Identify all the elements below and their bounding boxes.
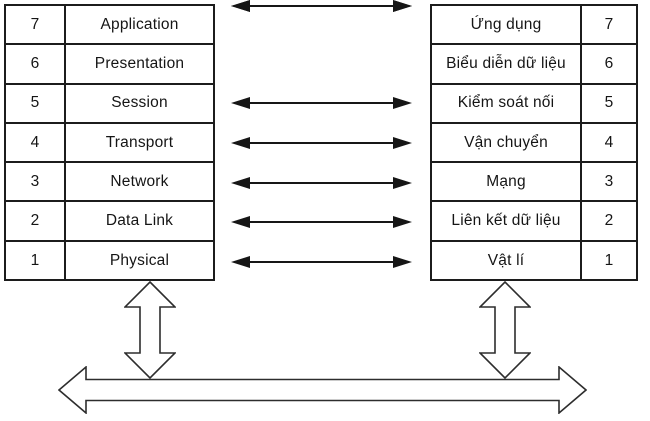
table-row: Liên kết dữ liệu 2 <box>432 202 636 242</box>
arrow-left-head-icon <box>231 216 250 228</box>
table-row: 1 Physical <box>6 241 213 279</box>
peer-arrow-layer3-icon <box>231 256 412 268</box>
layer-name: Liên kết dữ liệu <box>451 212 561 230</box>
osi-table-vietnamese: Ứng dụng 7 Biểu diễn dữ liệu 6 Kiểm soát… <box>430 4 638 281</box>
layer-name: Application <box>100 15 179 33</box>
arrow-right-head-icon <box>393 137 412 149</box>
table-row: 7 Application <box>6 6 213 46</box>
table-row: Vật lí 1 <box>432 241 636 279</box>
arrow-left-head-icon <box>231 256 250 268</box>
layer-number: 6 <box>580 45 636 83</box>
table-row: Biểu diễn dữ liệu 6 <box>432 45 636 85</box>
table-row: 2 Data Link <box>6 202 213 242</box>
arrow-shaft <box>246 220 397 224</box>
layer-number: 7 <box>6 6 66 44</box>
right-stack-interface-arrow-icon <box>479 281 531 379</box>
arrow-shaft <box>246 260 397 264</box>
layer-name: Mạng <box>486 173 526 191</box>
arrow-right-head-icon <box>393 0 412 12</box>
arrow-shaft <box>246 4 397 8</box>
peer-arrow-layer5-icon <box>231 177 412 189</box>
arrow-right-head-icon <box>393 216 412 228</box>
table-row: Kiểm soát nối 5 <box>432 84 636 124</box>
arrow-shaft <box>246 141 397 145</box>
layer-name: Vận chuyển <box>464 133 548 151</box>
layer-name: Data Link <box>105 212 174 230</box>
layer-number: 2 <box>6 202 66 240</box>
layer-number: 7 <box>580 6 636 44</box>
layer-number: 3 <box>6 163 66 201</box>
arrow-right-head-icon <box>393 177 412 189</box>
arrow-left-head-icon <box>231 137 250 149</box>
peer-arrow-layer1-icon <box>231 0 412 12</box>
arrow-right-head-icon <box>393 97 412 109</box>
table-row: 6 Presentation <box>6 45 213 85</box>
table-row: 5 Session <box>6 84 213 124</box>
layer-number: 4 <box>580 123 636 162</box>
layer-name: Network <box>110 173 169 191</box>
arrow-right-head-icon <box>393 256 412 268</box>
layer-name: Biểu diễn dữ liệu <box>446 55 566 73</box>
layer-name: Transport <box>105 133 174 151</box>
layer-name: Session <box>111 94 168 112</box>
arrow-left-head-icon <box>231 177 250 189</box>
layer-number: 3 <box>580 163 636 201</box>
table-row: Mạng 3 <box>432 163 636 203</box>
layer-number: 5 <box>580 84 636 122</box>
physical-medium-arrow-icon <box>58 366 587 414</box>
layer-name: Presentation <box>94 55 185 73</box>
left-stack-interface-arrow-icon <box>124 281 176 379</box>
table-row: 4 Transport <box>6 123 213 164</box>
layer-number: 5 <box>6 84 66 122</box>
arrow-left-head-icon <box>231 97 250 109</box>
layer-number: 6 <box>6 45 66 83</box>
peer-arrow-layer6-icon <box>231 137 412 149</box>
layer-name: Ứng dụng <box>470 15 542 33</box>
layer-number: 1 <box>580 241 636 279</box>
peer-arrow-layer4-icon <box>231 216 412 228</box>
arrow-shaft <box>246 101 397 105</box>
table-row: Ứng dụng 7 <box>432 6 636 46</box>
layer-name: Kiểm soát nối <box>457 94 555 112</box>
table-row: 3 Network <box>6 163 213 203</box>
osi-table-english: 7 Application 6 Presentation 5 Session 4… <box>4 4 215 281</box>
table-row: Vận chuyển 4 <box>432 123 636 164</box>
layer-name: Physical <box>109 251 170 269</box>
arrow-left-head-icon <box>231 0 250 12</box>
peer-arrow-layer7-icon <box>231 97 412 109</box>
layer-number: 4 <box>6 123 66 162</box>
layer-number: 2 <box>580 202 636 240</box>
layer-name: Vật lí <box>487 251 525 269</box>
layer-number: 1 <box>6 241 66 279</box>
arrow-shaft <box>246 181 397 185</box>
